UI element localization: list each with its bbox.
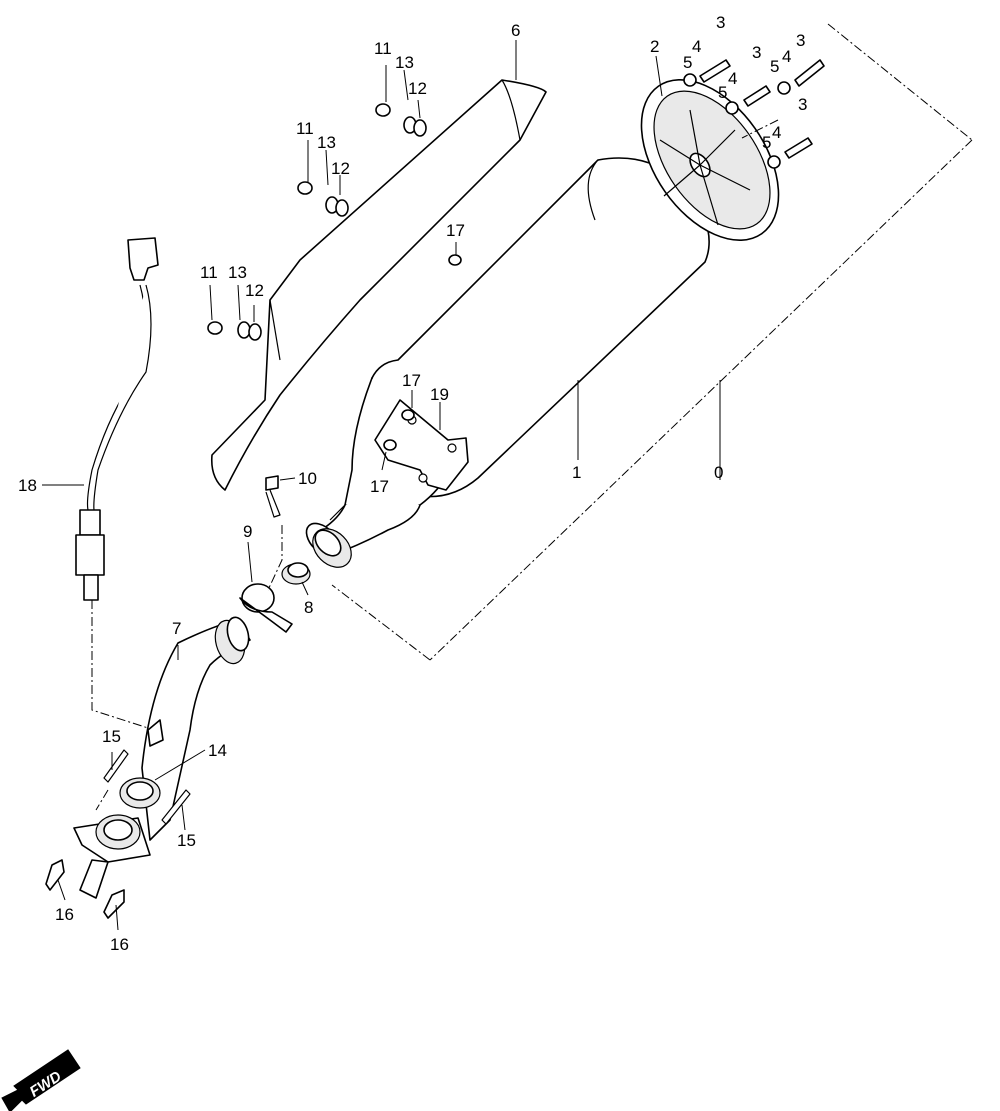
callout-4-b: 4 xyxy=(728,69,737,88)
callout-3-a: 3 xyxy=(716,13,725,32)
callout-13-a: 13 xyxy=(395,53,414,72)
mounting-bracket xyxy=(374,399,469,491)
callout-4-d: 4 xyxy=(772,123,781,142)
callout-2: 2 xyxy=(650,37,659,56)
callout-7: 7 xyxy=(172,619,181,638)
callout-9: 9 xyxy=(243,522,252,541)
callout-11-a: 11 xyxy=(374,39,392,58)
bolt-10 xyxy=(265,475,281,518)
callout-5-b: 5 xyxy=(718,83,727,102)
callout-13-c: 13 xyxy=(228,263,247,282)
callout-17-c: 17 xyxy=(370,477,389,496)
heat-shield xyxy=(210,79,547,491)
callout-12-a: 12 xyxy=(408,79,427,98)
callout-0: 0 xyxy=(714,463,723,482)
callout-5-c: 5 xyxy=(770,57,779,76)
callout-15-b: 15 xyxy=(177,831,196,850)
callout-3-b: 3 xyxy=(752,43,761,62)
callout-3-d: 3 xyxy=(798,95,807,114)
callout-18: 18 xyxy=(18,476,37,495)
gasket-sleeve xyxy=(281,562,311,585)
callout-17-a: 17 xyxy=(446,221,465,240)
callout-1: 1 xyxy=(572,463,581,482)
callout-12-b: 12 xyxy=(331,159,350,178)
callout-3-c: 3 xyxy=(796,31,805,50)
oxygen-sensor xyxy=(75,237,159,601)
callout-5-a: 5 xyxy=(683,53,692,72)
callout-13-b: 13 xyxy=(317,133,336,152)
fasteners xyxy=(45,59,825,919)
gasket xyxy=(119,777,161,809)
end-cap xyxy=(640,79,780,241)
callout-11-b: 11 xyxy=(296,119,314,138)
muffler-inlet-neck xyxy=(305,522,352,568)
leader-lines xyxy=(42,40,779,931)
assembly-outline xyxy=(331,23,973,661)
fwd-arrow-icon: FWD xyxy=(1,1049,81,1111)
callout-11-c: 11 xyxy=(200,263,218,282)
callout-8: 8 xyxy=(304,598,313,617)
callout-19: 19 xyxy=(430,385,449,404)
callout-16-b: 16 xyxy=(110,935,129,954)
callout-labels: 0 1 2 3 3 3 3 4 4 4 4 5 5 5 5 6 7 8 9 10… xyxy=(18,13,807,954)
callout-4-c: 4 xyxy=(782,47,791,66)
pipe-clamp xyxy=(239,583,293,633)
callout-5-d: 5 xyxy=(762,133,771,152)
callout-17-b: 17 xyxy=(402,371,421,390)
callout-14: 14 xyxy=(208,741,227,760)
callout-4-a: 4 xyxy=(692,37,701,56)
callout-6: 6 xyxy=(511,21,520,40)
callout-16-a: 16 xyxy=(55,905,74,924)
callout-10: 10 xyxy=(298,469,317,488)
exhaust-pipe xyxy=(73,616,251,899)
callout-15-a: 15 xyxy=(102,727,121,746)
callout-12-c: 12 xyxy=(245,281,264,300)
